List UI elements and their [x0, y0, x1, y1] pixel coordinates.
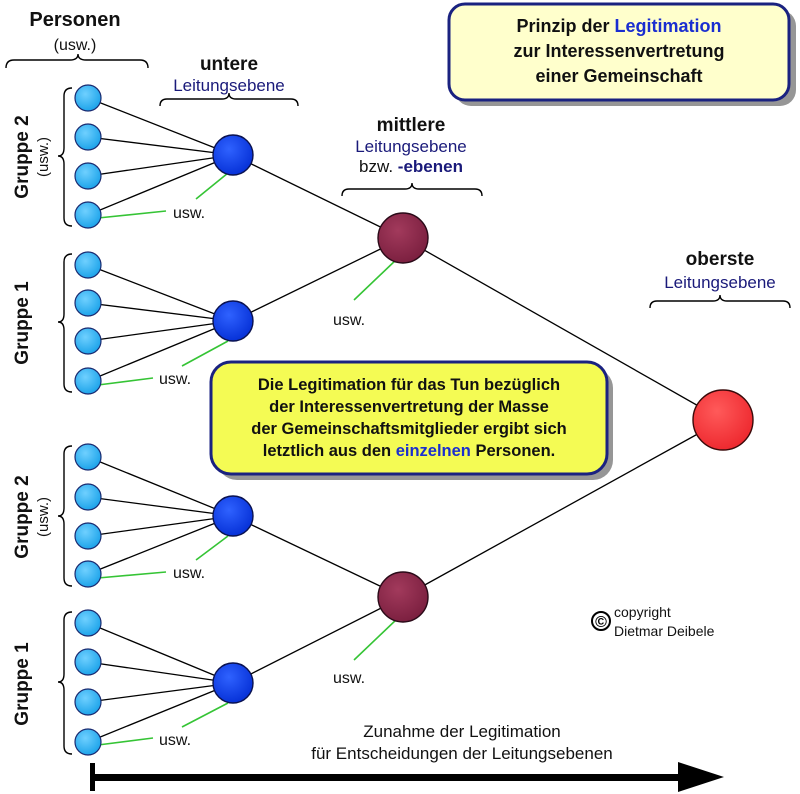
- group-labels: Gruppe 2 (usw.) Gruppe 1 Gruppe 2 (usw.)…: [12, 115, 52, 725]
- copyright-icon: [591, 611, 611, 631]
- persons-title: Personen: [29, 9, 120, 31]
- legitimation-arrow: Zunahme der Legitimation für Entscheidun…: [90, 722, 724, 792]
- info-line-3: der Gemeinschaftsmitglieder ergibt sich: [251, 420, 566, 438]
- middle-level-title: mittlere: [377, 115, 446, 136]
- top-level-title: oberste: [686, 249, 755, 270]
- lower-level-node: [212, 495, 254, 537]
- lower-level-subtitle: Leitungsebene: [173, 76, 285, 95]
- middle-level-node: [377, 212, 429, 264]
- copyright-author: Dietmar Deibele: [614, 623, 715, 639]
- info-line-4: letztlich aus den einzelnen Personen.: [263, 442, 556, 460]
- lower-level-node: [212, 300, 254, 342]
- header-braces: [5, 53, 791, 309]
- person-node: [74, 483, 102, 511]
- person-node: [74, 201, 102, 229]
- persons-subtitle: (usw.): [54, 37, 97, 54]
- usw-lines: [97, 172, 399, 746]
- lower-level-nodes: [212, 134, 254, 704]
- person-node: [74, 367, 102, 395]
- person-node: [74, 688, 102, 716]
- middle-level-note: bzw. -ebenen: [359, 157, 463, 176]
- person-node: [74, 560, 102, 588]
- person-node: [74, 123, 102, 151]
- title-line-2: zur Interessenvertretung: [513, 41, 724, 61]
- group-sublabel: (usw.): [35, 137, 52, 177]
- top-level-node: [692, 389, 754, 451]
- copyright-symbol: ©: [595, 614, 607, 631]
- lower-level-title: untere: [200, 54, 258, 75]
- persons-brace: [5, 53, 149, 69]
- usw-label: usw.: [159, 371, 191, 388]
- person-node: [74, 162, 102, 190]
- connection-lines: [87, 97, 724, 743]
- arrow-caption-1: Zunahme der Legitimation: [363, 722, 561, 741]
- title-line-3: einer Gemeinschaft: [535, 66, 702, 86]
- person-node: [74, 84, 102, 112]
- person-node: [74, 443, 102, 471]
- group-brace: [57, 253, 73, 393]
- info-line-2: der Interessenvertretung der Masse: [269, 398, 549, 416]
- usw-label: usw.: [173, 565, 205, 582]
- group-brace: [57, 87, 73, 227]
- top-brace: [649, 294, 791, 309]
- title-line-1: Prinzip der Legitimation: [516, 16, 721, 36]
- info-line-1: Die Legitimation für das Tun bezüglich: [258, 376, 560, 394]
- group-label: Gruppe 1: [12, 281, 33, 365]
- copyright: © copyright Dietmar Deibele: [591, 604, 715, 639]
- lower-level-node: [212, 662, 254, 704]
- person-node: [74, 289, 102, 317]
- usw-label: usw.: [333, 312, 365, 329]
- title-box: Prinzip der Legitimation zur Interessenv…: [447, 2, 796, 106]
- person-node: [74, 648, 102, 676]
- person-nodes: [74, 84, 102, 756]
- arrow-caption-2: für Entscheidungen der Leitungsebenen: [311, 744, 613, 763]
- person-node: [74, 251, 102, 279]
- middle-level-subtitle: Leitungsebene: [355, 137, 467, 156]
- usw-labels: usw. usw. usw. usw. usw. usw.: [159, 205, 365, 749]
- usw-label: usw.: [173, 205, 205, 222]
- person-node: [74, 522, 102, 550]
- top-level-subtitle: Leitungsebene: [664, 273, 776, 292]
- lower-level-node: [212, 134, 254, 176]
- usw-label: usw.: [159, 732, 191, 749]
- group-brace: [57, 611, 73, 755]
- copyright-label: copyright: [614, 604, 671, 620]
- arrow-head: [678, 762, 724, 792]
- person-node: [74, 327, 102, 355]
- middle-level-nodes: [377, 212, 429, 623]
- info-box: Die Legitimation für das Tun bezüglich d…: [209, 360, 613, 480]
- group-label: Gruppe 2: [12, 475, 33, 558]
- middle-brace: [341, 182, 483, 197]
- group-label: Gruppe 1: [12, 642, 33, 726]
- group-brace: [57, 445, 73, 587]
- middle-level-node: [377, 571, 429, 623]
- person-node: [74, 609, 102, 637]
- group-label: Gruppe 2: [12, 115, 33, 198]
- usw-label: usw.: [333, 670, 365, 687]
- group-braces: [57, 87, 73, 755]
- person-node: [74, 728, 102, 756]
- group-sublabel: (usw.): [35, 497, 52, 537]
- lower-brace: [159, 92, 299, 107]
